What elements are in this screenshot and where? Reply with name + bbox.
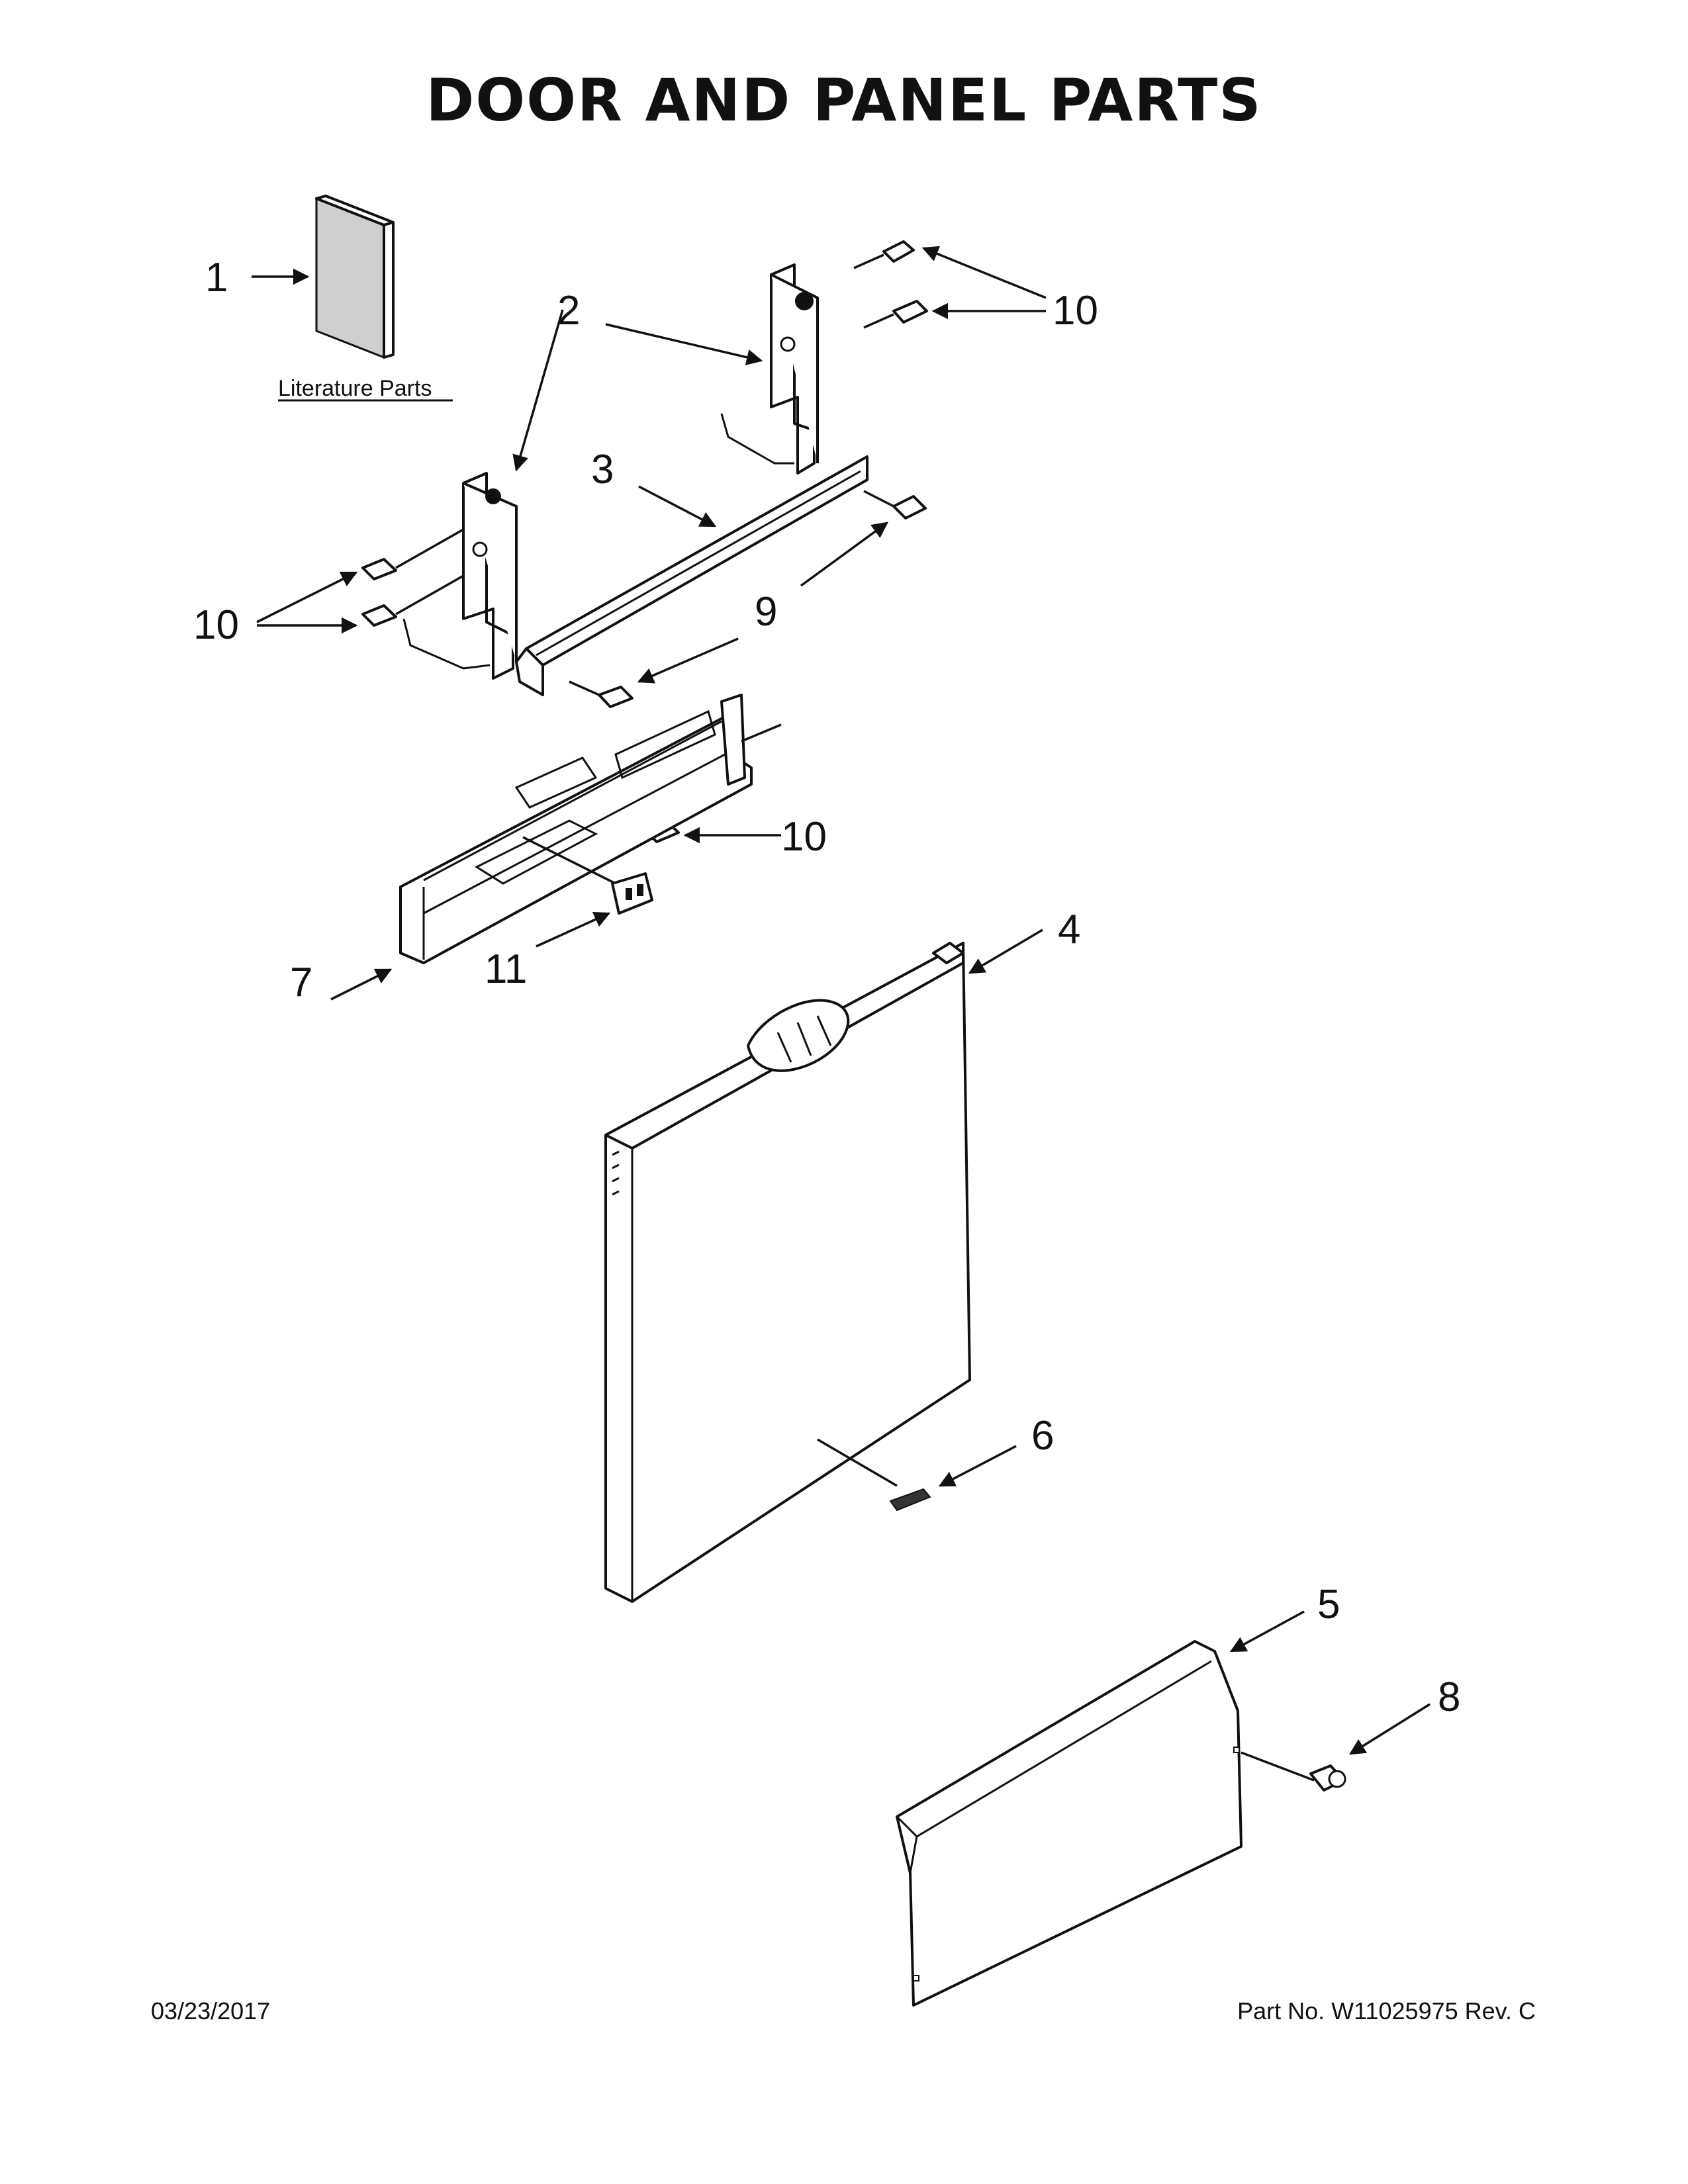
- callout-5: 5: [1317, 1582, 1340, 1627]
- page-title: DOOR AND PANEL PARTS: [426, 66, 1262, 134]
- hinge-bracket-right: [720, 263, 819, 475]
- screw-10-top-b: [863, 300, 928, 329]
- screw-9-right: [863, 490, 927, 520]
- door-vent-slots: [612, 1150, 620, 1196]
- screw-10-left-b: [361, 574, 464, 627]
- callout-9: 9: [755, 589, 777, 635]
- control-panel-assembly: [399, 694, 782, 964]
- literature-parts-label: Literature Parts: [278, 376, 432, 401]
- callout-2: 2: [557, 288, 580, 334]
- door-latch-clip: [611, 872, 653, 915]
- screw-10-top-a: [853, 240, 915, 269]
- footer-part-number: Part No. W11025975 Rev. C: [1237, 1997, 1536, 2025]
- callout-10-mid: 10: [781, 814, 827, 860]
- callout-11: 11: [485, 946, 527, 992]
- callout-4: 4: [1058, 907, 1080, 952]
- outer-door-panel: [604, 942, 971, 1603]
- leader-lines: [252, 246, 1430, 1755]
- thumb-screw: [1241, 1751, 1346, 1792]
- door-brace: [515, 455, 868, 696]
- door-handle-pocket: [747, 999, 850, 1072]
- hinge-bracket-left: [402, 472, 518, 680]
- callout-8: 8: [1438, 1674, 1460, 1720]
- screw-9-left: [569, 680, 633, 708]
- callout-7: 7: [290, 960, 312, 1005]
- callout-1: 1: [205, 255, 228, 300]
- nameplate-badge: [817, 1438, 931, 1512]
- toe-kick-panel: [896, 1640, 1243, 2007]
- callout-10-left: 10: [193, 602, 239, 648]
- footer-date: 03/23/2017: [151, 1997, 271, 2025]
- callout-3: 3: [591, 447, 614, 492]
- screw-10-left-a: [361, 528, 464, 580]
- callout-10-top: 10: [1053, 288, 1098, 334]
- literature-booklet: [315, 195, 395, 359]
- callout-6: 6: [1031, 1413, 1054, 1459]
